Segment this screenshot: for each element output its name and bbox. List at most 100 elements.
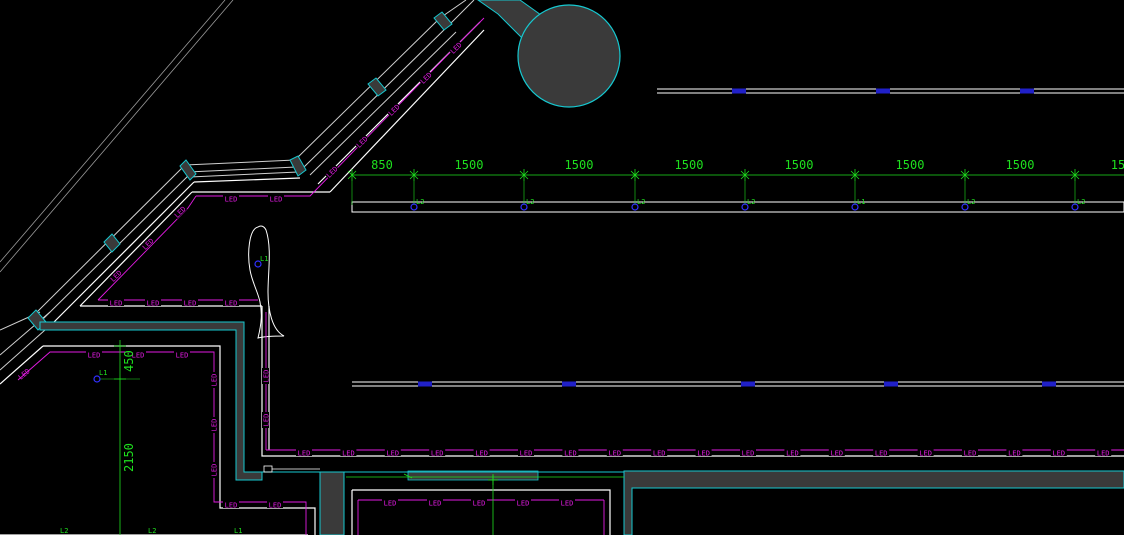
- led-tag-vertical: LED: [262, 412, 271, 428]
- led-tag: LED: [145, 299, 161, 308]
- track-fixture: L2: [961, 198, 975, 211]
- svg-text:LED: LED: [1097, 450, 1110, 458]
- svg-text:LED: LED: [473, 500, 486, 508]
- svg-text:LED: LED: [520, 450, 533, 458]
- svg-text:LED: LED: [384, 500, 397, 508]
- svg-text:LED: LED: [342, 450, 355, 458]
- fixture-label-l1-figure: L1: [260, 255, 268, 263]
- dimension-tick: [347, 169, 357, 205]
- downlight-icon: [961, 203, 969, 211]
- svg-text:LED: LED: [184, 300, 197, 308]
- bottom-room-marker: [403, 473, 498, 535]
- downlight-icon: [851, 203, 859, 211]
- downlight-icon: [410, 203, 418, 211]
- led-tag: LED: [1050, 449, 1067, 458]
- fixture-label-bottom-2: L2: [148, 527, 156, 535]
- svg-text:LED: LED: [298, 450, 311, 458]
- led-tag: LED: [740, 449, 756, 458]
- svg-text:LED: LED: [132, 352, 145, 360]
- fixture-label: L2: [967, 198, 975, 206]
- svg-text:LED: LED: [263, 414, 271, 427]
- led-tag-vertical: LED: [210, 372, 219, 388]
- window-mullions: [27, 11, 453, 331]
- interior-walls: [39, 321, 1124, 535]
- svg-text:LED: LED: [653, 450, 666, 458]
- dimension-label: 1500: [455, 158, 484, 172]
- track-fixture: L2: [741, 198, 755, 211]
- track-fixture: L2: [1071, 198, 1085, 211]
- track-fixture: L2: [520, 198, 534, 211]
- fixture-l1-figure: L1: [254, 255, 268, 268]
- dimension-tick: [960, 169, 970, 205]
- dim-label-2150: 2150: [122, 443, 136, 472]
- svg-text:LED: LED: [211, 374, 219, 387]
- dimension-label: 15: [1111, 158, 1124, 172]
- led-tag: LED: [606, 449, 623, 458]
- svg-text:LED: LED: [830, 450, 843, 458]
- dimension-tick: [519, 169, 529, 205]
- lighting-track: [351, 201, 1124, 213]
- svg-text:LED: LED: [88, 352, 101, 360]
- svg-text:LED: LED: [475, 450, 488, 458]
- led-tag: LED: [384, 449, 401, 458]
- svg-text:LED: LED: [211, 464, 219, 477]
- svg-text:LED: LED: [147, 300, 160, 308]
- dimension-tick: [740, 169, 750, 205]
- svg-text:LED: LED: [742, 450, 755, 458]
- led-tag: LED: [130, 351, 146, 360]
- fixture-label-bottom-1: L2: [60, 527, 68, 535]
- lower-glazing-line: [352, 381, 1124, 387]
- fixture-label: L2: [1077, 198, 1085, 206]
- led-tag: LED: [1006, 449, 1023, 458]
- led-tag: LED: [559, 499, 575, 508]
- led-tag-vertical: LED: [210, 417, 219, 433]
- led-tag: LED: [828, 449, 845, 458]
- led-tag: LED: [471, 499, 487, 508]
- dimension-tick: [409, 169, 419, 205]
- svg-text:LED: LED: [564, 450, 577, 458]
- led-tag: LED: [917, 449, 934, 458]
- svg-text:LED: LED: [386, 450, 399, 458]
- svg-text:LED: LED: [429, 500, 442, 508]
- svg-text:LED: LED: [263, 370, 271, 383]
- upper-glazing-line: [657, 88, 1124, 94]
- fixture-label: L2: [637, 198, 645, 206]
- svg-text:LED: LED: [1008, 450, 1021, 458]
- dimension-label: 1500: [675, 158, 704, 172]
- led-tag-vertical: LED: [210, 462, 219, 478]
- svg-text:LED: LED: [608, 450, 621, 458]
- svg-text:LED: LED: [225, 300, 238, 308]
- svg-text:LED: LED: [270, 196, 283, 204]
- svg-text:LED: LED: [225, 502, 238, 510]
- dimension-tick: [630, 169, 640, 205]
- downlight-icon: [520, 203, 528, 211]
- svg-text:LED: LED: [517, 500, 530, 508]
- led-tag: LED: [174, 351, 190, 360]
- downlight-icon: [93, 375, 101, 383]
- downlight-icon: [254, 260, 262, 268]
- led-tag: LED: [562, 449, 579, 458]
- led-tag: LED: [86, 351, 102, 360]
- svg-text:LED: LED: [431, 450, 444, 458]
- fixture-l1-left-room: L1: [93, 369, 107, 383]
- dimension-tick: [1070, 169, 1080, 205]
- svg-text:LED: LED: [964, 450, 977, 458]
- svg-text:LED: LED: [697, 450, 710, 458]
- svg-text:LED: LED: [110, 300, 123, 308]
- led-tag: LED: [518, 449, 534, 458]
- left-vertical-dimension: 450 2150: [100, 340, 140, 535]
- led-tag: LED: [1095, 449, 1112, 458]
- fixture-label: L2: [526, 198, 534, 206]
- led-tag: LED: [268, 195, 284, 204]
- led-tag: LED: [182, 299, 198, 308]
- led-tag: LED: [784, 449, 801, 458]
- led-tag: LED: [695, 449, 712, 458]
- fixture-label: L2: [416, 198, 424, 206]
- led-tag: LED: [223, 501, 239, 510]
- led-tag: LED: [223, 299, 239, 308]
- svg-text:LED: LED: [561, 500, 574, 508]
- svg-text:LED: LED: [176, 352, 189, 360]
